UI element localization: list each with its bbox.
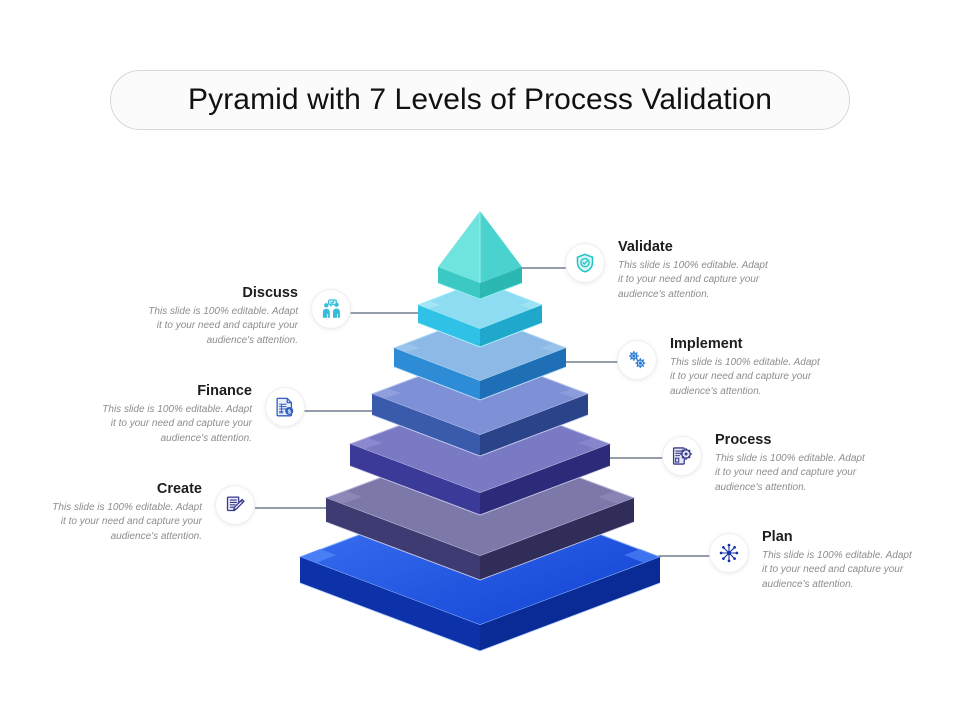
pyramid-level-2-discuss[interactable] [416, 280, 544, 348]
callout-text-implement: Implement This slide is 100% editable. A… [670, 335, 822, 399]
callout-implement[interactable]: Implement This slide is 100% editable. A… [618, 335, 822, 399]
callout-discuss[interactable]: Discuss This slide is 100% editable. Ada… [146, 284, 350, 348]
page-title: Pyramid with 7 Levels of Process Validat… [187, 83, 772, 116]
invoice-dollar-icon: $ [266, 388, 304, 426]
svg-text:$: $ [288, 409, 292, 415]
callout-finance[interactable]: $ Finance This slide is 100% editable. A… [100, 382, 304, 446]
notepad-pencil-icon [216, 486, 254, 524]
callout-body-discuss: This slide is 100% editable. Adapt it to… [148, 306, 298, 346]
pyramid-level-3-implement[interactable] [392, 314, 568, 401]
callout-title-implement: Implement [670, 336, 743, 352]
callout-body-create: This slide is 100% editable. Adapt it to… [52, 502, 202, 542]
shield-check-icon [566, 244, 604, 282]
document-gear-icon [663, 437, 701, 475]
pyramid-level-1-validate[interactable] [437, 211, 523, 300]
callout-text-plan: Plan This slide is 100% editable. Adapt … [762, 528, 914, 592]
callout-title-create: Create [156, 481, 202, 497]
callout-text-create: Create This slide is 100% editable. Adap… [50, 480, 202, 544]
callout-plan[interactable]: Plan This slide is 100% editable. Adapt … [710, 528, 914, 592]
callout-body-process: This slide is 100% editable. Adapt it to… [715, 453, 865, 493]
callout-text-finance: Finance This slide is 100% editable. Ada… [100, 382, 252, 446]
pyramid-graphic [298, 211, 662, 652]
callout-title-process: Process [715, 432, 772, 448]
callout-text-validate: Validate This slide is 100% editable. Ad… [618, 238, 770, 302]
callout-body-finance: This slide is 100% editable. Adapt it to… [102, 404, 252, 444]
gears-icon [618, 341, 656, 379]
network-nodes-icon [710, 534, 748, 572]
callout-body-plan: This slide is 100% editable. Adapt it to… [762, 550, 912, 590]
callout-title-plan: Plan [762, 529, 793, 545]
callout-title-finance: Finance [197, 383, 252, 399]
title-pill: Pyramid with 7 Levels of Process Validat… [110, 70, 850, 130]
callout-create[interactable]: Create This slide is 100% editable. Adap… [50, 480, 254, 544]
callout-process[interactable]: Process This slide is 100% editable. Ada… [663, 431, 867, 495]
callout-text-process: Process This slide is 100% editable. Ada… [715, 431, 867, 495]
callout-body-validate: This slide is 100% editable. Adapt it to… [618, 260, 768, 300]
callout-title-discuss: Discuss [242, 285, 298, 301]
callout-body-implement: This slide is 100% editable. Adapt it to… [670, 357, 820, 397]
callout-validate[interactable]: Validate This slide is 100% editable. Ad… [566, 238, 770, 302]
two-people-talking-icon [312, 290, 350, 328]
callout-text-discuss: Discuss This slide is 100% editable. Ada… [146, 284, 298, 348]
callout-title-validate: Validate [618, 239, 673, 255]
